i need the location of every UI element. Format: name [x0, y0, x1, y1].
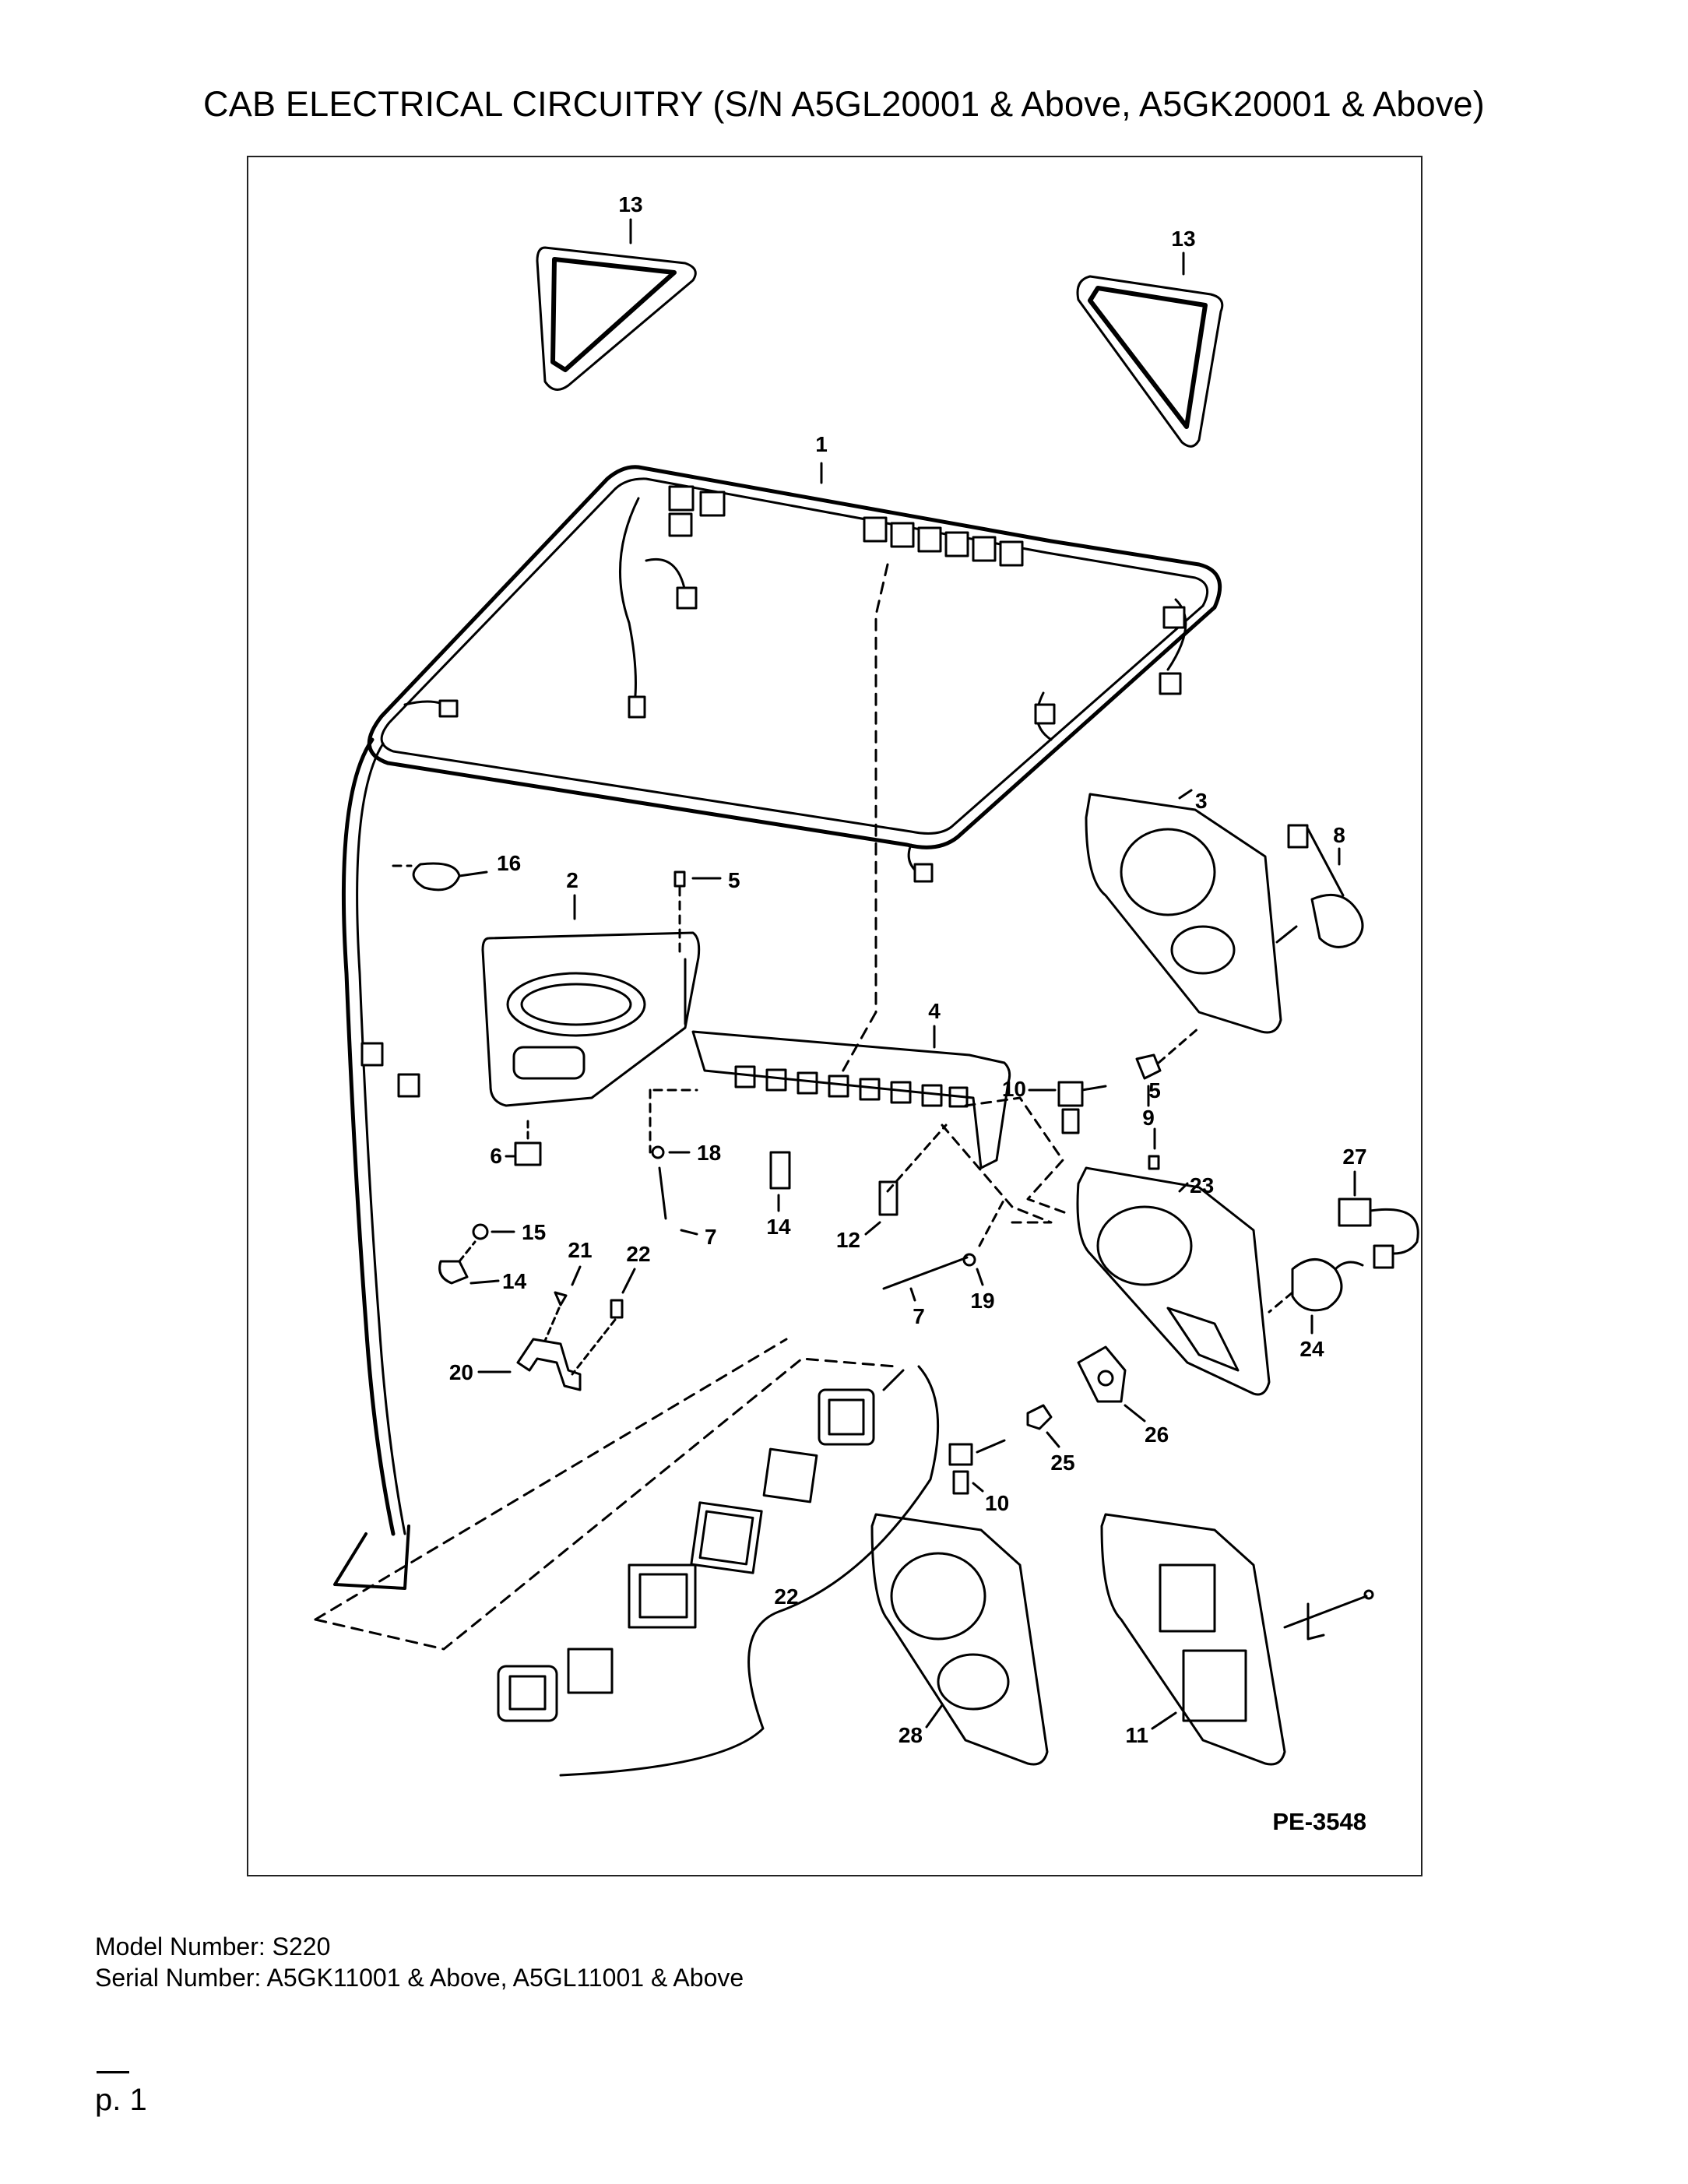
part-3-upper-right-panel	[1085, 793, 1282, 1034]
callout-3: 3	[1195, 789, 1208, 813]
callout-20: 21	[568, 1238, 592, 1262]
callout-22: 22	[774, 1584, 798, 1609]
page-title: CAB ELECTRICAL CIRCUITRY (S/N A5GL20001 …	[203, 84, 1485, 124]
callout-16: 16	[497, 851, 521, 875]
part-2-left-panel	[481, 931, 701, 1107]
harness-connectors	[360, 485, 1186, 1098]
callout-19: 20	[449, 1360, 473, 1384]
callout-18: 18	[697, 1141, 721, 1165]
callout-27: 27	[1342, 1145, 1366, 1169]
callout-13: 13	[1171, 227, 1195, 251]
diagram-reference: PE-3548	[1272, 1808, 1366, 1835]
callout-17: 14	[766, 1215, 791, 1239]
callout-1: 1	[815, 432, 828, 456]
callout-8: 8	[1333, 823, 1345, 847]
callout-24: 24	[1299, 1337, 1324, 1361]
callout-26: 26	[1145, 1423, 1169, 1447]
diagram-frame	[247, 156, 1422, 1876]
callout-21: 22	[626, 1242, 650, 1266]
callout-10: 10	[1002, 1077, 1026, 1101]
callout-4: 4	[928, 999, 941, 1023]
serial-number: Serial Number: A5GK11001 & Above, A5GL11…	[95, 1964, 744, 1992]
callout-2: 2	[566, 868, 578, 892]
part-28-lower-panel	[870, 1513, 1049, 1766]
callout-labels: 13 13 1 3 8 16 2 5 4 10 9 5 27 18 23 6 1…	[449, 192, 1367, 1835]
callout-5: 5	[1148, 1078, 1161, 1103]
callout-28: 28	[899, 1723, 923, 1747]
callout-12: 12	[836, 1228, 860, 1252]
callout-11: 11	[1125, 1723, 1148, 1747]
page-number: p. 1	[95, 2083, 147, 2117]
callout-5: 5	[728, 868, 740, 892]
part-4-switch-panel	[691, 1030, 1011, 1169]
part-13-right-seal	[1076, 275, 1224, 448]
callout-18: 19	[970, 1289, 994, 1313]
callout-23: 23	[1190, 1173, 1214, 1198]
page-divider	[97, 2071, 129, 2073]
callout-9: 9	[1142, 1106, 1155, 1130]
callout-7: 7	[705, 1225, 717, 1249]
model-number: Model Number: S220	[95, 1933, 331, 1961]
part-13-left-seal	[536, 246, 697, 391]
part-23-middle-right-panel	[1076, 1166, 1271, 1396]
callout-6: 6	[490, 1144, 502, 1168]
callout-13: 13	[618, 192, 642, 216]
callout-25: 25	[1050, 1451, 1074, 1475]
callout-15: 15	[522, 1220, 546, 1244]
part-11-display-panel	[1100, 1513, 1286, 1766]
callout-14: 14	[502, 1269, 527, 1293]
callout-7: 7	[913, 1304, 925, 1328]
callout-10: 10	[985, 1491, 1009, 1515]
